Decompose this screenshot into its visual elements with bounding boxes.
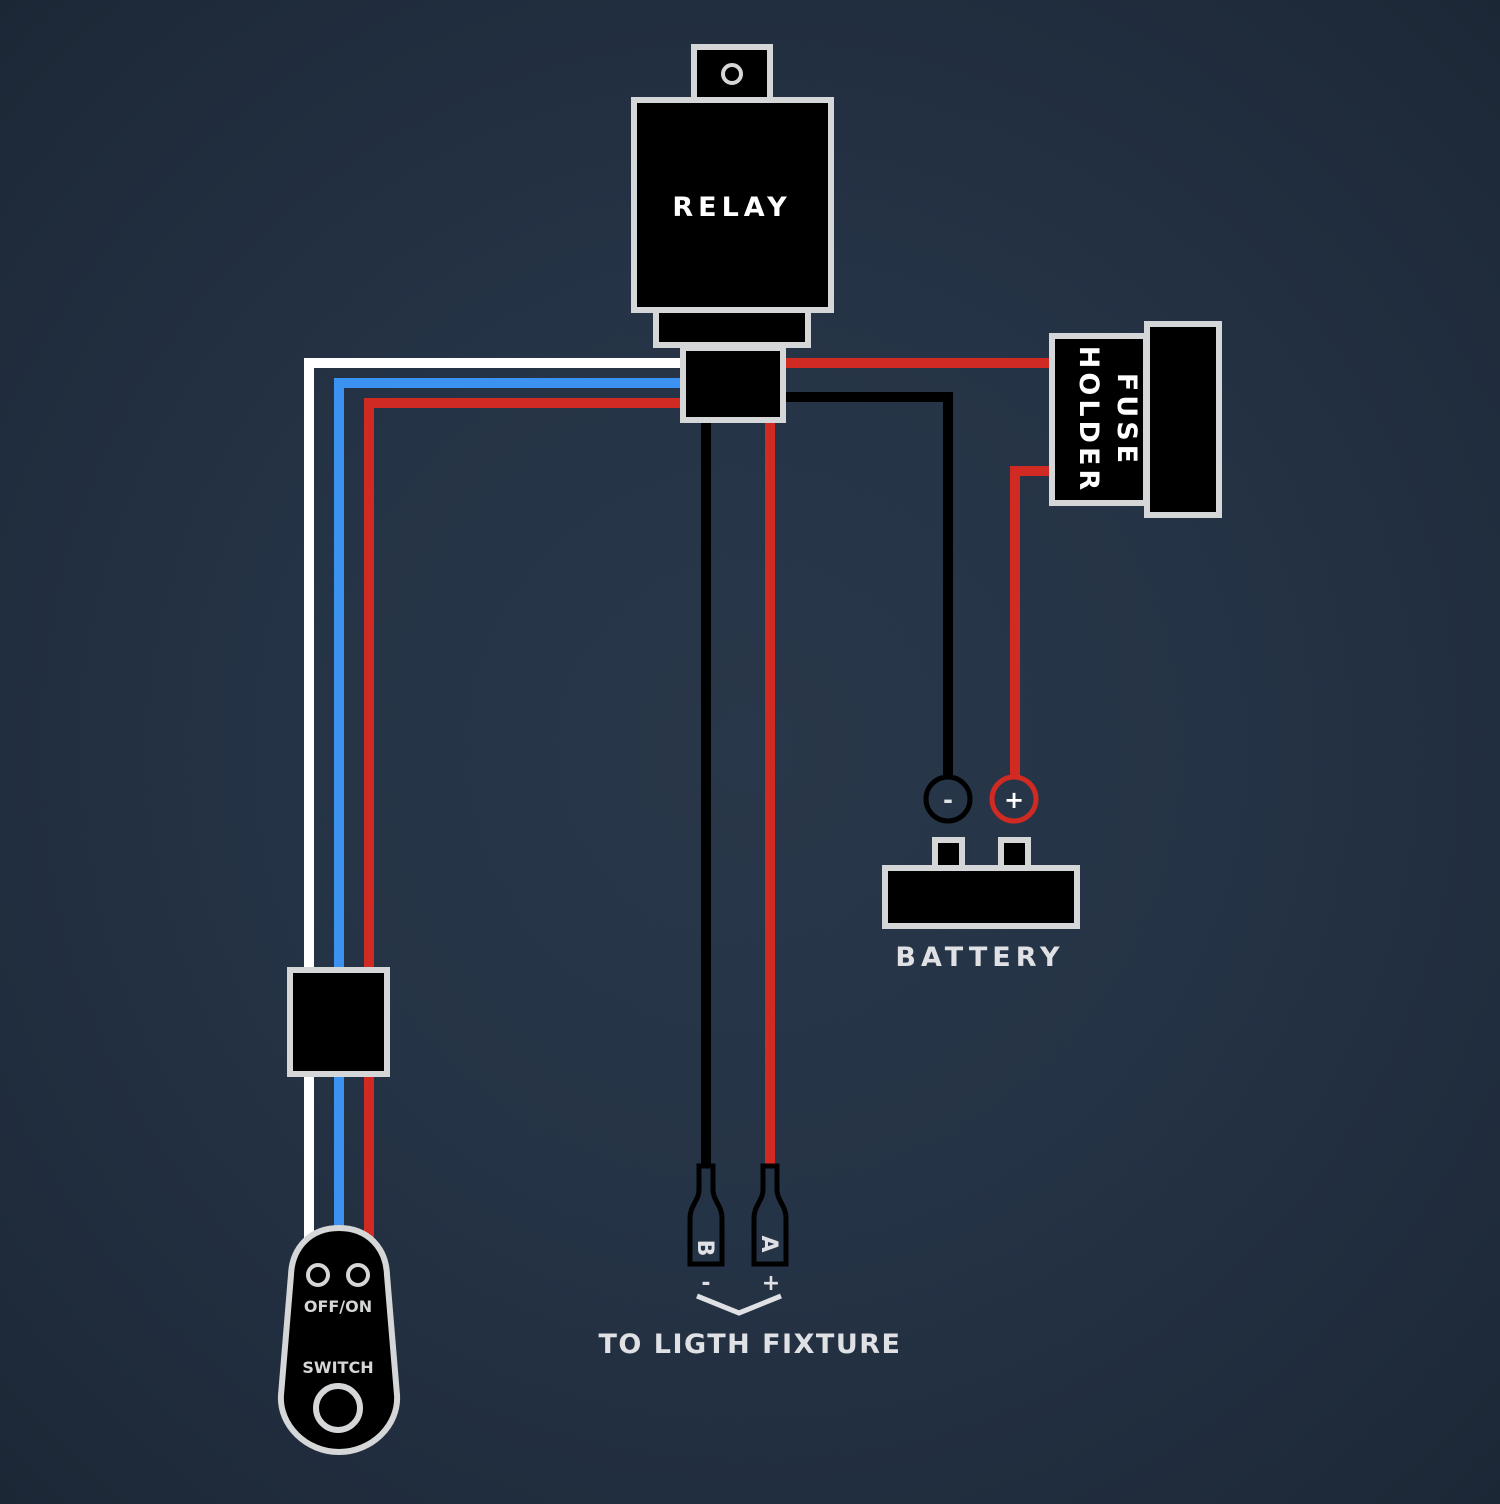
- switch-white-wire: [304, 358, 690, 1240]
- connector-a-body: [751, 1163, 789, 1267]
- fuse-holder[interactable]: FUSE HOLDER: [1049, 321, 1222, 518]
- relay-label: RELAY: [672, 192, 791, 223]
- battery-positive-wire: [1010, 466, 1055, 778]
- switch-blue-wire: [334, 378, 690, 1240]
- connector-b-polarity: -: [701, 1271, 710, 1296]
- battery-label: BATTERY: [895, 942, 1064, 973]
- relay-mount-tab: [691, 44, 773, 104]
- switch-body: [277, 1224, 401, 1456]
- wires: [304, 358, 1055, 1245]
- connector-a-polarity: +: [762, 1271, 780, 1296]
- relay-base: [653, 307, 811, 348]
- battery-negative-wire: [780, 392, 953, 778]
- battery-negative-terminal: [932, 837, 965, 871]
- fuse-holder-cap: [1144, 321, 1222, 518]
- battery-negative-ring: [923, 774, 973, 824]
- battery-positive-terminal: [998, 837, 1031, 871]
- battery-positive-ring: [989, 774, 1039, 824]
- switch-button[interactable]: [313, 1383, 363, 1433]
- switch-led-off-icon: [306, 1263, 330, 1287]
- switch-harness-connector[interactable]: [287, 967, 390, 1077]
- switch-label-offon: OFF/ON: [304, 1297, 372, 1316]
- battery-negative-symbol: -: [943, 786, 953, 814]
- battery[interactable]: - + BATTERY: [882, 774, 1080, 973]
- relay-body: [631, 97, 834, 313]
- switch[interactable]: OFF/ON SWITCH: [277, 1224, 401, 1456]
- connector-b-body: [687, 1163, 725, 1267]
- switch-led-on-icon: [346, 1263, 370, 1287]
- light-fixture-label: TO LIGTH FIXTURE: [598, 1329, 901, 1360]
- brace-chevron-icon: [696, 1293, 782, 1316]
- switch-label-switch: SWITCH: [302, 1358, 373, 1377]
- battery-body: [882, 865, 1080, 929]
- connector-b[interactable]: B -: [687, 1163, 725, 1296]
- relay[interactable]: RELAY: [631, 44, 834, 423]
- fuse-holder-body: [1049, 333, 1149, 506]
- light-connectors: B - A + TO LIGTH FIXTURE: [598, 1163, 901, 1360]
- fuse-holder-label-line2: HOLDER: [1073, 346, 1104, 494]
- relay-mount-hole-icon: [721, 63, 743, 85]
- connector-a-letter: A: [756, 1235, 781, 1252]
- switch-red-wire: [364, 398, 690, 1245]
- connector-b-letter: B: [692, 1240, 717, 1257]
- connector-a[interactable]: A +: [751, 1163, 789, 1296]
- fuse-holder-label-line1: FUSE: [1111, 373, 1142, 467]
- battery-positive-symbol: +: [1004, 786, 1024, 814]
- relay-junction-box: [680, 345, 786, 423]
